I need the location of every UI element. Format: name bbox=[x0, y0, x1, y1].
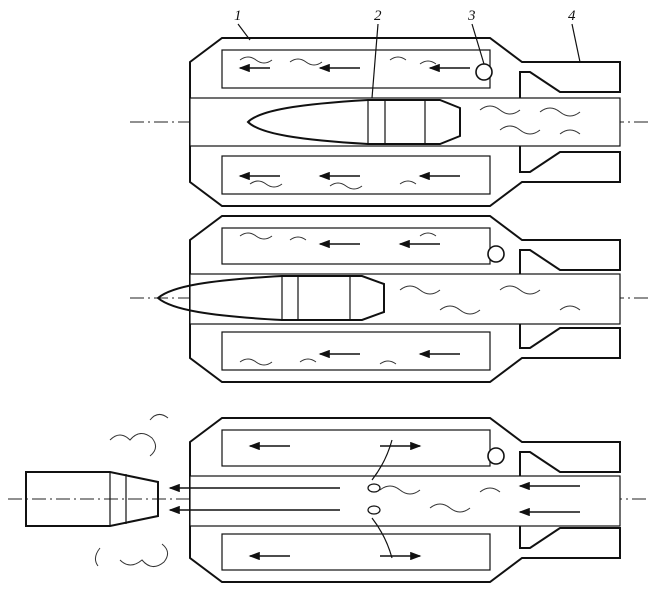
callout-2: 2 bbox=[374, 8, 382, 24]
stage-2-assembly bbox=[130, 215, 648, 383]
valve-ball-icon bbox=[487, 447, 505, 465]
valve-ball-icon bbox=[475, 63, 493, 81]
barrel-bore bbox=[189, 475, 621, 527]
callouts: 1 2 3 4 bbox=[234, 8, 581, 99]
bullet bbox=[156, 275, 385, 321]
barrel-bore bbox=[189, 97, 621, 147]
stage-3-assembly bbox=[8, 414, 648, 583]
outer-casing bbox=[189, 417, 621, 583]
outer-casing bbox=[189, 215, 621, 383]
callout-1: 1 bbox=[234, 8, 242, 24]
barrel-bore bbox=[189, 273, 621, 325]
bullet bbox=[246, 99, 461, 145]
valve-ball-icon bbox=[487, 245, 505, 263]
outer-casing bbox=[189, 37, 621, 207]
gas-flow-arrow-icon bbox=[168, 441, 580, 561]
callout-4: 4 bbox=[568, 8, 576, 24]
stage-1-assembly bbox=[130, 37, 648, 207]
callout-3: 3 bbox=[467, 8, 476, 24]
